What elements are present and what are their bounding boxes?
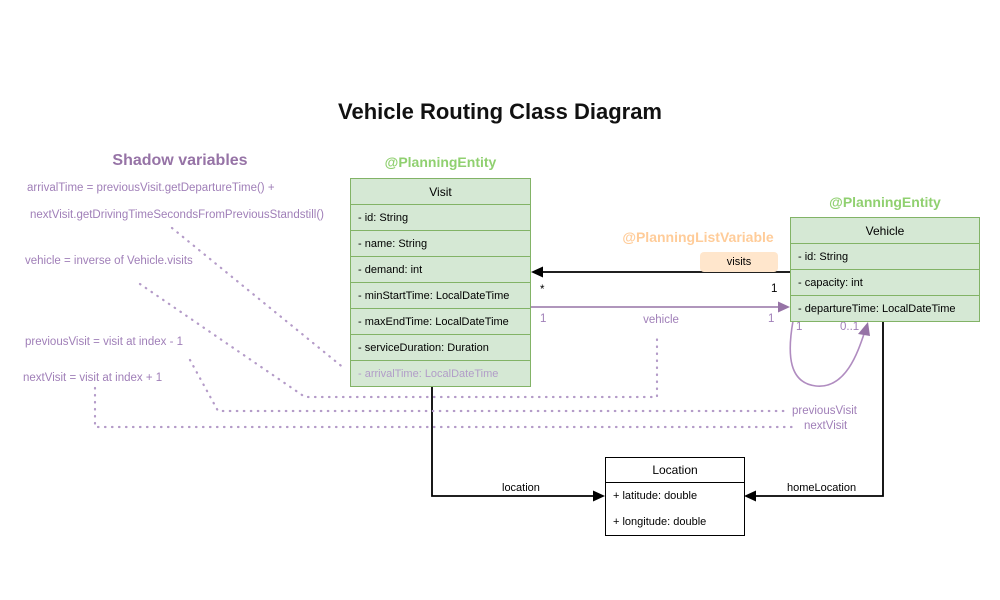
visit-class-box: Visit - id: String - name: String - dema… xyxy=(350,178,531,387)
vehicle-class-box: Vehicle - id: String - capacity: int - d… xyxy=(790,217,980,322)
location-field-latitude: + latitude: double xyxy=(613,490,698,502)
nextvisit-edge-label: nextVisit xyxy=(804,420,848,432)
home-location-arrow xyxy=(744,321,884,502)
visits-multiplicity-one: 1 xyxy=(771,283,778,295)
visits-edge-label: visits xyxy=(700,252,778,272)
planning-list-variable-annotation: @PlanningListVariable xyxy=(622,229,774,245)
location-edge-label: location xyxy=(500,482,542,494)
shadow-line-nextvisit: nextVisit = visit at index + 1 xyxy=(23,372,163,384)
vehicle-edge-label: vehicle xyxy=(643,314,679,326)
visit-field-id: - id: String xyxy=(351,204,530,230)
vehicle-field-id: - id: String xyxy=(791,243,979,269)
dotted-nextvisit-link xyxy=(93,386,800,429)
vehicle-class-name: Vehicle xyxy=(865,223,905,238)
shadow-line-vehicle: vehicle = inverse of Vehicle.visits xyxy=(25,255,193,267)
shadow-variables-heading: Shadow variables xyxy=(112,152,248,169)
visit-planning-entity-annotation: @PlanningEntity xyxy=(384,154,497,170)
visit-field-minstarttime: - minStartTime: LocalDateTime xyxy=(351,282,530,308)
vehicle-planning-entity-annotation: @PlanningEntity xyxy=(829,194,941,210)
vehicle-self-loop-arrow xyxy=(789,320,870,387)
location-field-longitude: + longitude: double xyxy=(613,516,707,528)
location-class-box: Location + latitude: double + longitude:… xyxy=(605,457,745,536)
visit-field-demand: - demand: int xyxy=(351,256,530,282)
visits-multiplicity-many: * xyxy=(540,284,545,296)
dotted-arrivaltime-link xyxy=(170,226,347,371)
shadow-line-arrivaltime-1: arrivalTime = previousVisit.getDeparture… xyxy=(27,182,275,194)
visit-field-name: - name: String xyxy=(351,230,530,256)
visit-field-arrivaltime: - arrivalTime: LocalDateTime xyxy=(351,360,530,386)
vehicle-field-capacity: - capacity: int xyxy=(791,269,979,295)
previousvisit-edge-label: previousVisit xyxy=(792,405,857,417)
vehicle-arrow xyxy=(531,301,790,313)
page-title: Vehicle Routing Class Diagram xyxy=(338,99,662,124)
visit-field-maxendtime: - maxEndTime: LocalDateTime xyxy=(351,308,530,334)
selfloop-multiplicity-one: 1 xyxy=(796,321,803,333)
homelocation-edge-label: homeLocation xyxy=(785,482,859,494)
vehicle-multiplicity-left: 1 xyxy=(540,313,547,325)
vehicle-multiplicity-right: 1 xyxy=(768,313,775,325)
visit-class-name: Visit xyxy=(429,184,452,199)
visit-field-serviceduration: - serviceDuration: Duration xyxy=(351,334,530,360)
vehicle-field-departuretime: - departureTime: LocalDateTime xyxy=(791,295,979,321)
visits-arrow xyxy=(531,266,790,278)
location-class-name: Location xyxy=(606,458,744,483)
location-arrow xyxy=(431,386,605,502)
shadow-line-previousvisit: previousVisit = visit at index - 1 xyxy=(25,336,183,348)
shadow-line-arrivaltime-2: nextVisit.getDrivingTimeSecondsFromPrevi… xyxy=(30,209,324,221)
selfloop-multiplicity-zero-one: 0..1 xyxy=(840,321,860,333)
